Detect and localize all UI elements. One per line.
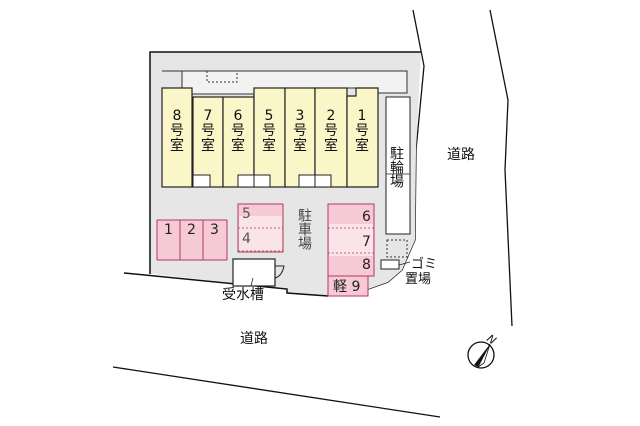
- unit-6: [222, 96, 255, 188]
- water-tank: [232, 258, 276, 287]
- parking-space-5: 5: [242, 206, 251, 222]
- bicycle-parking-area: [385, 96, 411, 235]
- kei-prefix: 軽: [333, 279, 347, 295]
- unit-3: [284, 87, 316, 188]
- garbage-station-dashed: [386, 239, 408, 258]
- entry-boxes: [192, 174, 332, 188]
- parking-lot-label: 駐車場: [296, 208, 312, 250]
- north-arrow-icon: [467, 341, 495, 369]
- parking-space-3: 3: [210, 222, 219, 238]
- parking-right: [327, 203, 375, 297]
- road-label-south: 道路: [240, 331, 268, 347]
- garbage-station-label: ゴミ 置場: [405, 257, 438, 287]
- parking-center: [237, 203, 284, 253]
- unit-8: [161, 87, 193, 188]
- water-tank-label: 受水槽: [222, 287, 264, 303]
- unit-1: [346, 87, 379, 188]
- bicycle-parking-label: 駐輪場: [388, 146, 404, 188]
- corridor-storage-dashed: [206, 70, 238, 83]
- south-road-line: [112, 366, 441, 418]
- building: [161, 87, 379, 188]
- parking-space-1: 1: [164, 222, 173, 238]
- parking-space-8: 8: [362, 257, 371, 273]
- unit-7: [192, 96, 224, 188]
- lot-bottom-edge: [123, 272, 329, 297]
- parking-space-7: 7: [362, 234, 371, 250]
- road-label-east: 道路: [447, 147, 475, 163]
- parking-left: [156, 219, 228, 261]
- lot-top-edge: [149, 51, 421, 274]
- garbage-box: [380, 259, 400, 270]
- kei-number: 9: [351, 279, 361, 295]
- parking-space-4: 4: [242, 231, 251, 247]
- parking-space-6: 6: [362, 209, 371, 225]
- parking-space-2: 2: [187, 222, 196, 238]
- parking-space-kei-9: 軽 9: [333, 280, 360, 294]
- east-road-line-right: [489, 9, 513, 327]
